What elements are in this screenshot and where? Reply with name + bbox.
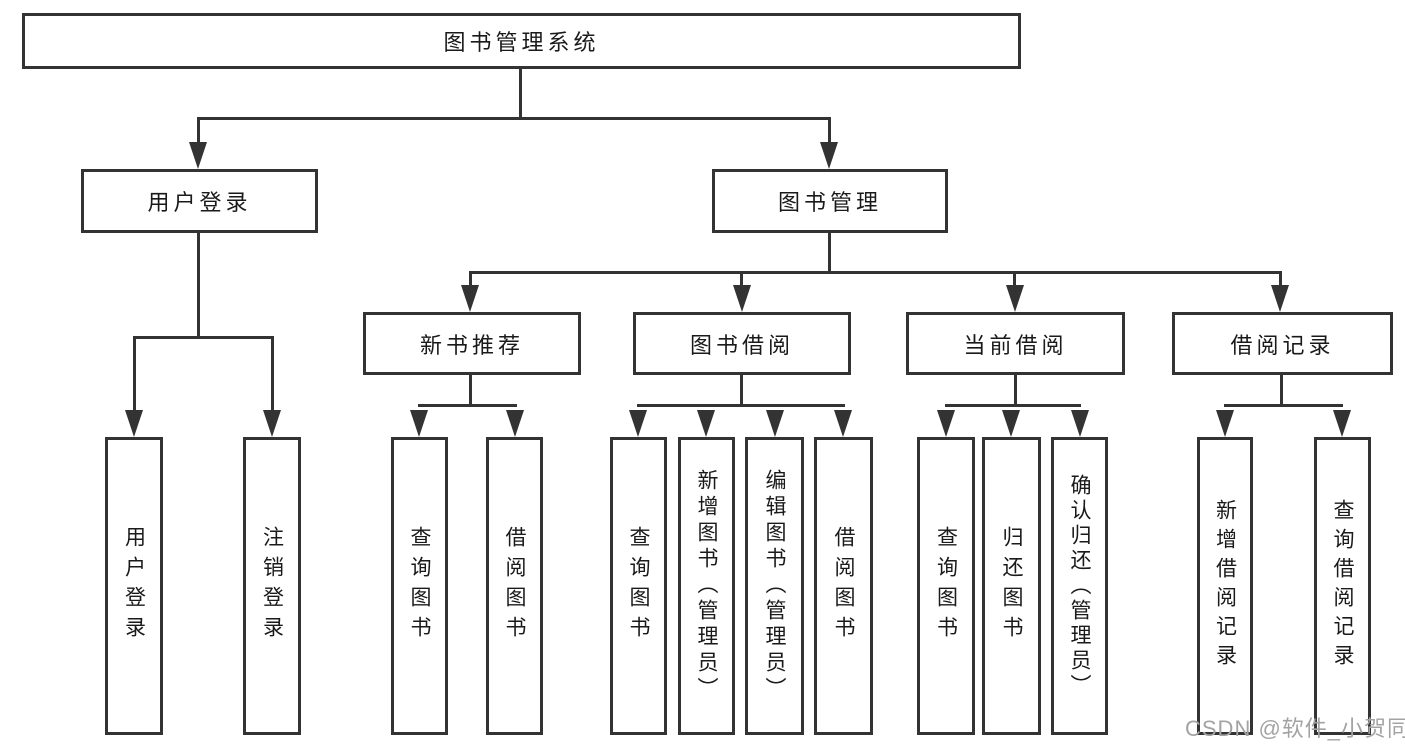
arrowhead-to-leaf-query-record: [1333, 410, 1351, 437]
connector-bookmgmt-leg-3: [1013, 271, 1016, 287]
node-label: 当前借阅: [963, 332, 1068, 358]
connector-root-stem: [519, 69, 522, 119]
connector-root-rail: [197, 117, 831, 120]
leaf-query-books-borrow: 查询图书: [610, 437, 667, 735]
connector-bookmgmt-leg-2: [740, 271, 743, 287]
node-label: 新书推荐: [419, 332, 524, 358]
arrowhead-to-leaf-user-login: [125, 410, 143, 437]
leaf-query-books-current: 查询图书: [917, 437, 975, 735]
arrowhead-to-leaf-borrow-books-1: [506, 410, 524, 437]
connector-newbook-rail: [418, 404, 517, 407]
connector-bookmgmt-leg-4: [1279, 271, 1282, 287]
connector-currentborrow-rail: [945, 404, 1081, 407]
arrowhead-to-current-borrow: [1006, 285, 1024, 312]
leaf-label: 查询图书: [934, 526, 958, 646]
arrowhead-to-leaf-query-books-1: [410, 410, 428, 437]
leaf-logout: 注销登录: [243, 437, 301, 735]
leaf-add-borrow-record: 新增借阅记录: [1197, 437, 1253, 735]
leaf-confirm-return-admin: 确认归还（管理员）: [1051, 437, 1108, 735]
node-user-login: 用户登录: [81, 169, 318, 233]
node-book-borrowing: 图书借阅: [633, 312, 851, 375]
connector-userlogin-stem: [197, 233, 200, 338]
node-label: 图书借阅: [689, 332, 794, 358]
arrowhead-to-leaf-add-books: [697, 410, 715, 437]
node-new-book-recommend: 新书推荐: [363, 312, 581, 375]
connector-bookmgmt-leg-1: [469, 271, 472, 287]
arrowhead-to-leaf-add-record: [1216, 410, 1234, 437]
arrowhead-to-leaf-return-books: [1002, 410, 1020, 437]
arrowhead-to-leaf-borrow-books-2: [834, 410, 852, 437]
connector-borrowrecord-stem: [1280, 375, 1283, 407]
leaf-add-books-admin: 新增图书（管理员）: [678, 437, 735, 735]
leaf-edit-books-admin: 编辑图书（管理员）: [745, 437, 804, 735]
leaf-label: 借阅图书: [503, 526, 526, 646]
leaf-label: 借阅图书: [832, 526, 855, 646]
leaf-borrow-books-newbook: 借阅图书: [486, 437, 543, 735]
leaf-borrow-books-borrow: 借阅图书: [814, 437, 873, 735]
arrowhead-to-book-mgmt: [820, 142, 838, 169]
leaf-label: 确认归还（管理员）: [1068, 473, 1091, 699]
csdn-watermark: CSDN @软件_小贺同学: [1185, 716, 1405, 741]
arrowhead-to-user-login: [189, 142, 207, 169]
node-book-management: 图书管理: [712, 169, 948, 233]
leaf-query-books-newbook: 查询图书: [391, 437, 448, 735]
connector-bookmgmt-stem: [828, 233, 831, 274]
connector-bookborrow-rail: [637, 404, 845, 407]
leaf-label: 新增借阅记录: [1213, 499, 1237, 673]
arrowhead-to-leaf-confirm-return: [1071, 410, 1089, 437]
leaf-label: 查询图书: [627, 526, 650, 646]
arrowhead-to-leaf-logout: [263, 410, 281, 437]
connector-bookborrow-stem: [740, 375, 743, 407]
connector-root-leg-right: [828, 117, 831, 145]
leaf-label: 注销登录: [260, 526, 284, 646]
arrowhead-to-leaf-query-books-3: [937, 410, 955, 437]
node-label: 用户登录: [147, 190, 252, 215]
leaf-return-books: 归还图书: [982, 437, 1041, 735]
leaf-user-login: 用户登录: [105, 437, 163, 735]
leaf-label: 新增图书（管理员）: [695, 469, 718, 703]
node-label: 图书管理系统: [443, 30, 600, 55]
node-label: 借阅记录: [1230, 332, 1335, 358]
connector-borrowrecord-rail: [1224, 404, 1343, 407]
connector-userlogin-leg-right: [271, 336, 274, 412]
leaf-label: 编辑图书（管理员）: [763, 469, 786, 703]
connector-userlogin-leg-left: [133, 336, 136, 412]
connector-userlogin-rail: [133, 336, 274, 339]
connector-root-leg-left: [197, 117, 200, 145]
connector-bookmgmt-rail: [469, 271, 1282, 274]
leaf-label: 查询借阅记录: [1331, 499, 1354, 673]
arrowhead-to-book-borrow: [733, 285, 751, 312]
arrowhead-to-leaf-edit-books: [766, 410, 784, 437]
node-current-borrowing: 当前借阅: [906, 312, 1125, 375]
arrowhead-to-new-book: [461, 285, 479, 312]
node-root-library-system: 图书管理系统: [22, 13, 1021, 69]
leaf-label: 归还图书: [1000, 526, 1023, 646]
leaf-label: 查询图书: [408, 526, 431, 646]
connector-currentborrow-stem: [1014, 375, 1017, 407]
connector-newbook-stem: [469, 375, 472, 407]
leaf-label: 用户登录: [122, 526, 146, 646]
arrowhead-to-leaf-query-books-2: [629, 410, 647, 437]
arrowhead-to-borrow-record: [1271, 285, 1289, 312]
node-borrow-records: 借阅记录: [1172, 312, 1393, 375]
leaf-query-borrow-record: 查询借阅记录: [1314, 437, 1371, 735]
node-label: 图书管理: [777, 190, 882, 215]
